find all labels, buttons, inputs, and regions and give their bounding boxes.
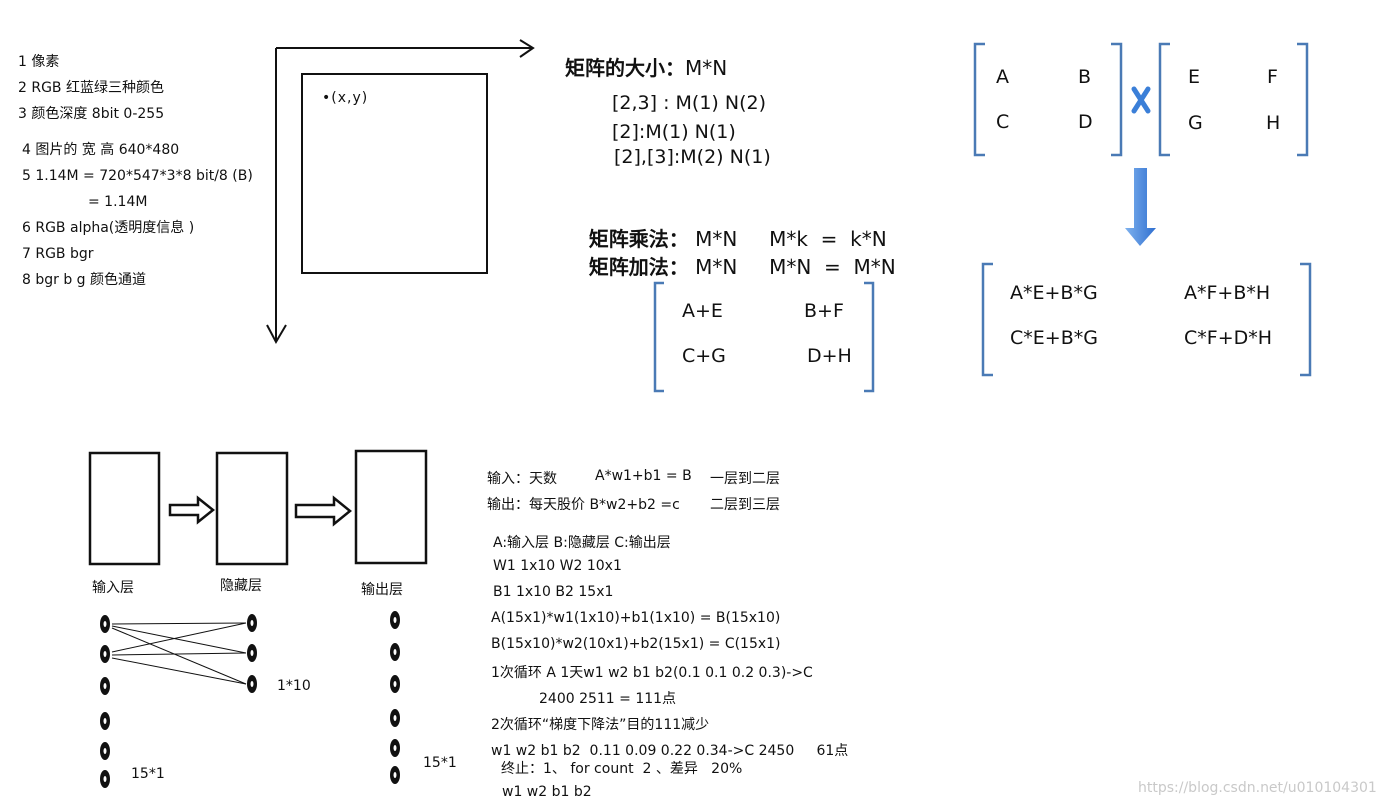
matrix-right-cell: G [1188, 112, 1203, 134]
matrix-left-cell: D [1078, 111, 1093, 133]
matrix-right-cell: F [1267, 66, 1278, 88]
matrix-add-cell: D+H [807, 345, 852, 367]
matrix-mult-title: 矩阵乘法： [588, 227, 689, 251]
text-line: 1次循环 A 1天w1 w2 b1 b2(0.1 0.1 0.2 0.3)->C [491, 665, 813, 681]
matrix-add-cell: B+F [804, 300, 844, 322]
note-line: 3 颜色深度 8bit 0-255 [18, 106, 165, 122]
matrix-size-heading: 矩阵的大小：M*N [565, 52, 727, 81]
matrix-lr-brackets [973, 42, 1309, 157]
matrix-add-brackets [653, 281, 875, 393]
io-input-formula: A*w1+b1 = B [595, 468, 692, 484]
matrix-right-cell: E [1188, 66, 1201, 88]
image-frame [301, 73, 488, 274]
text-line: W1 1x10 W2 10x1 [493, 558, 622, 574]
matrix-size-formula: M*N [685, 56, 728, 80]
io-output-label: 输出：每天股价 B*w2+b2 =c [487, 497, 680, 513]
times-icon [1131, 86, 1151, 114]
output-node-holes [393, 617, 397, 778]
matrix-size-line: [2,3] : M(1) N(2) [612, 92, 766, 114]
layer-label-input: 输入层 [92, 580, 134, 596]
output-nodes [390, 611, 400, 784]
matrix-size-title: 矩阵的大小： [565, 56, 685, 80]
layer-label-output: 输出层 [361, 582, 403, 598]
note-line: 4 图片的 宽 高 640*480 [22, 142, 180, 158]
watermark: https://blog.csdn.net/u010104301 [1138, 780, 1377, 796]
label-15x1-output: 15*1 [423, 755, 457, 771]
note-line: 5 1.14M = 720*547*3*8 bit/8 (B) [22, 168, 253, 184]
note-line: 1 像素 [18, 54, 60, 70]
io-output-desc: 二层到三层 [710, 497, 780, 513]
matrix-left-cell: A [996, 66, 1009, 88]
matrix-product-cell: A*E+B*G [1010, 282, 1098, 304]
matrix-add-formula: M*N M*N = M*N [695, 255, 896, 279]
matrix-product-brackets [981, 262, 1312, 377]
matrix-size-line: [2],[3]:M(2) N(1) [614, 146, 771, 168]
text-line: A:输入层 B:隐藏层 C:输出层 [493, 535, 671, 551]
down-arrow-icon [1125, 168, 1156, 246]
matrix-add-cell: A+E [682, 300, 723, 322]
text-line: 2400 2511 = 111点 [539, 691, 677, 707]
note-line: 6 RGB alpha(透明度信息 ) [22, 220, 195, 236]
matrix-right-cell: H [1266, 112, 1281, 134]
matrix-mult-row: 矩阵乘法： M*N M*k = k*N [576, 199, 887, 252]
matrix-left-cell: C [996, 111, 1010, 133]
note-line: 7 RGB bgr [22, 246, 94, 262]
notes-group-1: 1 像素 2 RGB 红蓝绿三种颜色 3 颜色深度 8bit 0-255 [18, 49, 164, 127]
matrix-size-line: [2]:M(1) N(1) [612, 121, 736, 143]
note-line: = 1.14M [88, 194, 148, 210]
text-line: B(15x10)*w2(10x1)+b2(15x1) = C(15x1) [491, 636, 781, 652]
matrix-left-cell: B [1078, 66, 1092, 88]
matrix-mult-formula: M*N M*k = k*N [695, 227, 887, 251]
node-connections [111, 622, 247, 685]
label-15x1-input: 15*1 [131, 766, 165, 782]
text-line: B1 1x10 B2 15x1 [493, 584, 614, 600]
layer-boxes [88, 449, 428, 566]
text-line: 2次循环“梯度下降法”目的111减少 [491, 717, 710, 733]
coord-label: •(x,y) [322, 90, 369, 106]
matrix-add-cell: C+G [682, 345, 726, 367]
text-line: 终止：1、 for count 2 、差异 20% [501, 761, 743, 777]
layer-arrows [168, 495, 352, 527]
coordinate-axes [266, 39, 535, 345]
io-input-desc: 一层到二层 [710, 471, 780, 487]
text-line: w1 w2 b1 b2 0.11 0.09 0.22 0.34->C 2450 … [491, 743, 849, 759]
input-node-holes [103, 621, 107, 782]
notes-group-2: 4 图片的 宽 高 640*480 5 1.14M = 720*547*3*8 … [22, 137, 253, 293]
io-input-label: 输入：天数 [487, 471, 557, 487]
matrix-add-title: 矩阵加法： [588, 255, 689, 279]
label-1x10: 1*10 [277, 678, 311, 694]
matrix-product-cell: A*F+B*H [1184, 282, 1271, 304]
matrix-product-cell: C*E+B*G [1010, 327, 1098, 349]
matrix-add-row: 矩阵加法： M*N M*N = M*N [576, 227, 896, 280]
text-line: w1 w2 b1 b2 [502, 784, 592, 800]
matrix-product-cell: C*F+D*H [1184, 327, 1273, 349]
input-nodes [100, 615, 110, 788]
text-line: A(15x1)*w1(1x10)+b1(1x10) = B(15x10) [491, 610, 781, 626]
note-line: 2 RGB 红蓝绿三种颜色 [18, 80, 164, 96]
hidden-node-holes [250, 620, 254, 687]
layer-label-hidden: 隐藏层 [220, 578, 262, 594]
note-line: 8 bgr b g 颜色通道 [22, 272, 147, 288]
